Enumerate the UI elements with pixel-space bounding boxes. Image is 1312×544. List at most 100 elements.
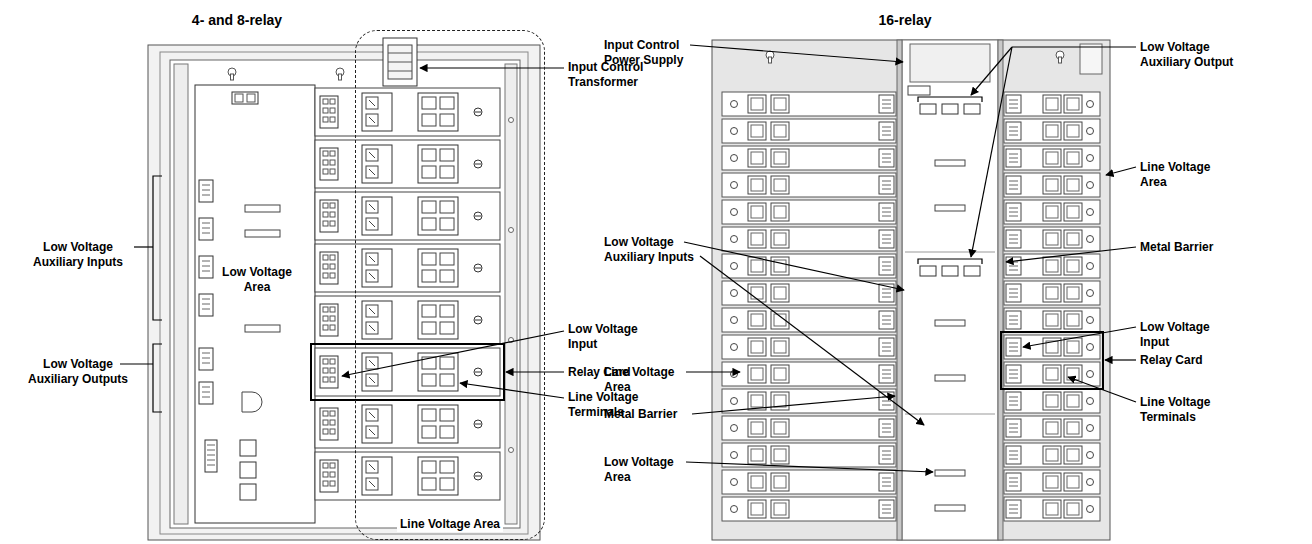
brackets [153, 176, 162, 320]
callout-label: Low Voltage Auxiliary Inputs [18, 240, 138, 270]
left-enclosure [339, 74, 342, 80]
low-voltage-board [235, 94, 243, 102]
region-label: Line Voltage Area [397, 517, 503, 532]
relay-cards [315, 296, 500, 344]
callout-label: Line Voltage Area [1140, 160, 1220, 190]
relay-cards-right [1004, 254, 1100, 278]
relay-cards [315, 192, 500, 240]
callout-label: Low Voltage Auxiliary Output [1140, 40, 1252, 70]
relay-cards-left [722, 416, 896, 440]
line-voltage-region: Line Voltage Area [355, 30, 545, 540]
left-enclosure [509, 448, 514, 453]
low-voltage-board [199, 348, 213, 370]
low-voltage-board [205, 440, 217, 472]
center-control-board [918, 97, 982, 102]
relay-cards-left [722, 308, 896, 332]
callout-label: Line Voltage Terminals [1140, 395, 1235, 425]
center-control-board [935, 505, 965, 511]
relay-cards [315, 348, 500, 396]
center-control-board [920, 266, 936, 276]
left-enclosure [509, 118, 514, 123]
leader-lines [971, 47, 1012, 257]
left-enclosure [509, 228, 514, 233]
relay-cards-left [722, 497, 896, 521]
relay-cards [315, 140, 500, 188]
center-control-board [935, 375, 965, 381]
relay-cards-left [722, 146, 896, 170]
leader-lines [684, 45, 1136, 472]
relay-card-frame [311, 344, 504, 400]
leader-lines [1023, 327, 1136, 347]
low-voltage-board [245, 325, 280, 332]
low-voltage-board [199, 294, 213, 316]
center-control-board [935, 160, 965, 166]
leader-lines [686, 462, 933, 472]
relay-cards-right [1004, 308, 1100, 332]
relay-cards-left [722, 470, 896, 494]
center-control-board [910, 44, 990, 82]
center-control-board [918, 259, 982, 264]
relay-cards [315, 452, 500, 500]
leader-lines [700, 256, 924, 425]
callout-label: Input Control Power Supply [604, 38, 696, 68]
relay-card-frame [1001, 332, 1103, 389]
left-enclosure [174, 64, 188, 524]
center-control-board [935, 205, 965, 211]
relay-cards-left [722, 119, 896, 143]
relay-cards-left [722, 254, 896, 278]
low-voltage-board [199, 256, 213, 278]
relay-cards-left [722, 92, 896, 116]
relay-cards [315, 244, 500, 292]
leader-lines [1012, 46, 1136, 47]
low-voltage-board [247, 94, 255, 102]
relay-cards-left [722, 173, 896, 197]
metal-barrier [897, 40, 1003, 540]
relay-cards-right [1004, 146, 1100, 170]
relay-card-frame [1001, 332, 1103, 389]
relay-cards-right [1004, 362, 1100, 386]
low-voltage-board [232, 92, 258, 104]
low-voltage-board [245, 205, 280, 212]
center-control-board [905, 414, 995, 415]
low-voltage-board [199, 180, 213, 202]
relay-cards-right [1004, 389, 1100, 413]
leader-lines [1068, 377, 1136, 402]
center-control-board [964, 266, 980, 276]
left-enclosure [170, 60, 520, 528]
relay-cards-left [722, 200, 896, 224]
callout-label: Low Voltage Input [568, 322, 663, 352]
leader-lines [1106, 167, 1136, 175]
control-transformer [388, 62, 412, 63]
panel-heading: 4- and 8-relay [167, 12, 307, 29]
relay-card-frame [311, 344, 504, 400]
low-voltage-board [202, 185, 210, 397]
leader-lines [1105, 359, 1136, 360]
relay-cards [315, 400, 500, 448]
leader-lines [686, 371, 740, 372]
callout-label: Metal Barrier [604, 407, 699, 422]
left-enclosure [160, 52, 528, 534]
brackets [120, 363, 153, 364]
callout-label: Low Voltage Auxiliary Outputs [18, 357, 138, 387]
left-enclosure [231, 74, 234, 80]
leader-lines [684, 242, 904, 290]
callout-label: Relay Card [1140, 353, 1235, 368]
center-control-board [908, 86, 930, 95]
low-voltage-board [199, 218, 213, 240]
leader-lines [692, 396, 895, 414]
relay-cards-right [1004, 416, 1100, 440]
relay-cards-right [1004, 335, 1100, 359]
leader-lines [971, 47, 1012, 95]
low-voltage-board [199, 382, 213, 404]
control-transformer [388, 45, 412, 79]
relay-cards-right [1004, 497, 1100, 521]
leader-lines [460, 383, 564, 398]
low-voltage-board [240, 462, 256, 478]
leader-lines [342, 68, 564, 398]
callout-label: Low Voltage Area [604, 455, 684, 485]
control-transformer [388, 53, 412, 54]
right-enclosure [1080, 44, 1102, 74]
leader-lines [1012, 46, 1136, 47]
low-voltage-board [245, 230, 280, 237]
